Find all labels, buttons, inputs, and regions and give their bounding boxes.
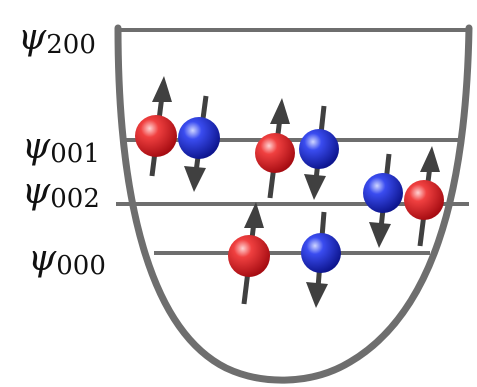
- level-label-000: ψ000: [28, 238, 106, 281]
- particle-red-spin-up: [135, 76, 177, 176]
- level-label-001: ψ001: [22, 126, 100, 169]
- particle-red-spin-up: [404, 146, 444, 246]
- particle-red-spin-up: [255, 98, 295, 198]
- level-label-200: ψ200: [18, 17, 96, 60]
- particle-blue-spin-down: [178, 96, 220, 192]
- particle-blue-spin-down: [299, 106, 339, 200]
- particle-red-spin-up: [228, 202, 270, 304]
- particle-blue-spin-down: [301, 212, 341, 308]
- level-label-002: ψ002: [22, 171, 100, 214]
- particle-blue-spin-down: [363, 154, 403, 248]
